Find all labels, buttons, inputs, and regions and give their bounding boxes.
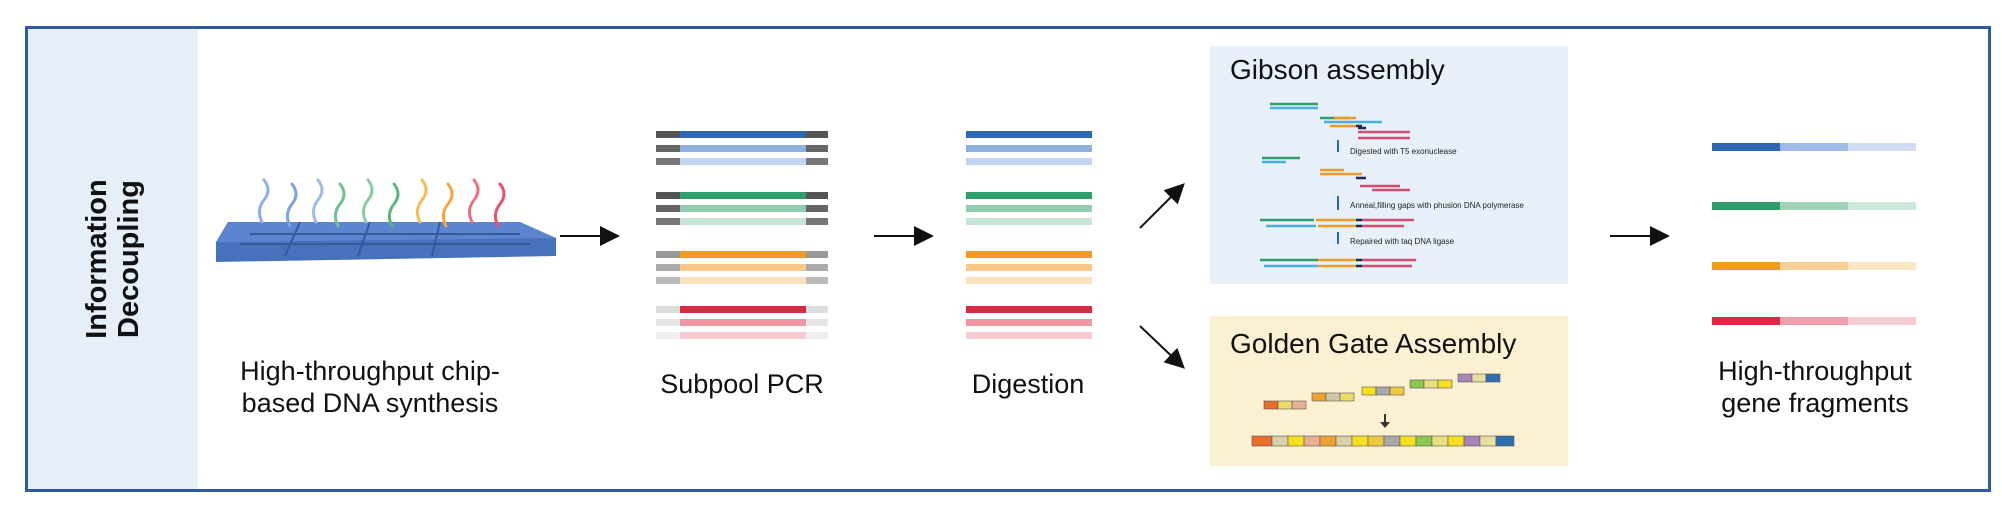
label-output-line1: High-throughput bbox=[1718, 356, 1912, 386]
side-panel: Information Decoupling bbox=[28, 29, 198, 489]
gibson-box bbox=[1210, 46, 1568, 284]
label-synthesis-line1: High-throughput chip- bbox=[240, 356, 500, 386]
digestion-strands bbox=[966, 131, 1092, 339]
output-fragments bbox=[1712, 143, 1916, 325]
label-synthesis-line2: based DNA synthesis bbox=[241, 388, 499, 418]
pcr-strands bbox=[656, 131, 828, 339]
gibson-title: Gibson assembly bbox=[1230, 54, 1445, 85]
dna-chip bbox=[216, 178, 556, 262]
gibson-note-1: Digested with T5 exonuclease bbox=[1350, 147, 1457, 156]
label-pcr: Subpool PCR bbox=[660, 369, 824, 399]
arrow-up bbox=[1139, 183, 1185, 229]
gibson-illustration bbox=[1260, 102, 1416, 268]
gibson-note-2: Anneal,filling gaps with phusion DNA pol… bbox=[1350, 201, 1524, 210]
flow-arrows bbox=[560, 183, 1670, 369]
label-output-line2: gene fragments bbox=[1721, 388, 1909, 418]
golden-gate-illustration bbox=[1251, 373, 1515, 447]
arrow-down bbox=[1139, 325, 1185, 369]
golden-gate-title: Golden Gate Assembly bbox=[1230, 328, 1517, 359]
gibson-note-3: Repaired with taq DNA ligase bbox=[1350, 237, 1455, 246]
label-output: High-throughput gene fragments bbox=[1670, 355, 1960, 419]
label-digestion: Digestion bbox=[971, 369, 1085, 399]
label-synthesis: High-throughput chip- based DNA synthesi… bbox=[205, 355, 535, 419]
